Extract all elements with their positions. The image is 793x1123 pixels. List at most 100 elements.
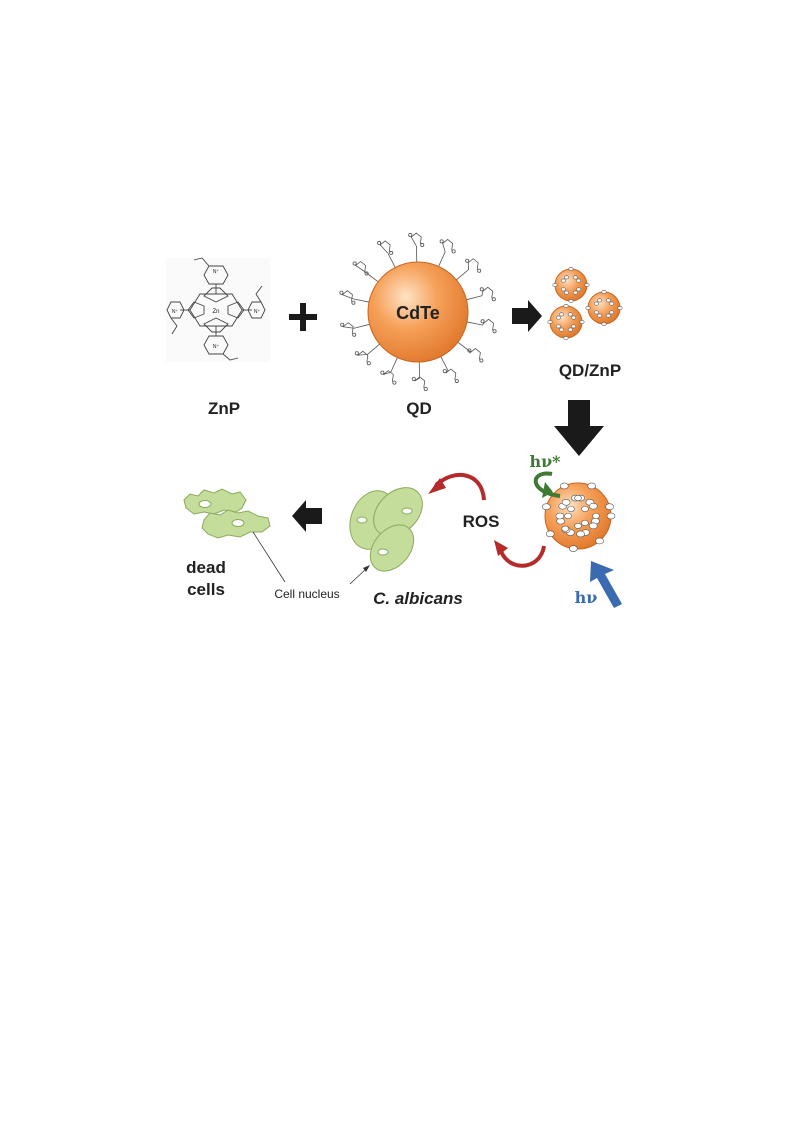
ligand-oxygen xyxy=(480,319,485,324)
znp-dot xyxy=(584,283,590,287)
hv-star-emission-arrow xyxy=(533,471,561,498)
znp-dot xyxy=(559,312,565,317)
znp-dot xyxy=(552,283,558,287)
znp-dot xyxy=(587,482,597,490)
ligand-oxygen xyxy=(420,243,425,248)
ligand-oxygen xyxy=(377,240,382,245)
znp-dot xyxy=(568,299,574,303)
ligand-carboxyl xyxy=(356,350,369,363)
znp-dot xyxy=(542,503,551,511)
ligand-oxygen xyxy=(439,239,444,244)
ros-arrow-top xyxy=(428,473,486,501)
ligand-oxygen xyxy=(408,233,413,238)
cdte-label: CdTe xyxy=(396,303,440,323)
znp-dot xyxy=(569,545,578,552)
ligand-carboxyl xyxy=(414,376,426,389)
ligand-oxygen xyxy=(364,271,369,276)
ligand-chain xyxy=(438,251,446,267)
znp-dot xyxy=(559,482,569,490)
dead-label: dead xyxy=(186,558,226,577)
ligand-carboxyl xyxy=(445,368,457,381)
ligand-oxygen xyxy=(380,370,385,375)
znp-dot xyxy=(567,327,573,332)
ligand-oxygen xyxy=(352,261,357,266)
ligand-carboxyl xyxy=(481,286,494,299)
znp-dot xyxy=(561,525,570,532)
nucleus-pointer-head xyxy=(363,565,370,572)
znp-dot xyxy=(601,290,607,294)
ligand-oxygen xyxy=(351,300,356,305)
znp-dot xyxy=(605,313,611,318)
znp-dot xyxy=(581,506,589,512)
ligand-oxygen xyxy=(411,376,416,381)
ligand-chain xyxy=(456,269,469,281)
znp-dot xyxy=(571,324,577,329)
qd-znp-sphere xyxy=(549,305,583,339)
ligand-oxygen xyxy=(491,297,496,302)
ligand-oxygen xyxy=(454,379,459,384)
znp-dot xyxy=(609,301,615,306)
ligand-chain xyxy=(367,343,380,355)
ligand-chain xyxy=(457,341,471,353)
c-albicans-cells xyxy=(349,487,423,572)
hv-excitation-arrow xyxy=(590,561,622,608)
cells-label: cells xyxy=(187,580,225,599)
znp-dot xyxy=(560,287,566,292)
ligand-carboxyl xyxy=(410,232,422,247)
znp-dot xyxy=(563,336,569,340)
ligand-oxygen xyxy=(442,369,447,374)
znp-dot xyxy=(560,278,566,283)
znp-dot xyxy=(579,320,585,324)
ligand-oxygen xyxy=(423,386,428,391)
znp-dot xyxy=(555,512,565,520)
arrow-right-icon xyxy=(512,300,542,332)
nucleus-pointer-dead xyxy=(252,531,286,583)
znp-dot xyxy=(547,320,553,324)
c-albicans-label: C. albicans xyxy=(373,589,463,608)
znp-dot xyxy=(609,310,615,315)
znp-dot xyxy=(585,306,591,310)
znp-dot xyxy=(555,315,561,320)
znp-dot xyxy=(581,520,589,526)
ligand-oxygen xyxy=(479,287,484,292)
znp-dot xyxy=(561,498,571,506)
qd-label: QD xyxy=(406,399,432,418)
ros-label: ROS xyxy=(463,512,500,531)
ligand-chain xyxy=(365,271,379,283)
plus-icon xyxy=(289,303,317,331)
n-plus-right-label: N⁺ xyxy=(254,309,261,315)
znp-dot xyxy=(595,537,604,545)
znp-dot xyxy=(617,306,623,310)
znp-dot xyxy=(572,275,578,280)
znp-dot xyxy=(545,530,555,538)
ligand-oxygen xyxy=(451,249,456,254)
znp-dot xyxy=(567,506,575,512)
znp-dot xyxy=(555,324,561,329)
qd-znp-sphere xyxy=(554,268,588,302)
znp-dot xyxy=(605,298,611,303)
znp-dot xyxy=(601,322,607,326)
ligand-chain xyxy=(390,357,398,373)
hv-star-label: hν* xyxy=(529,452,561,471)
znp-dot xyxy=(597,298,603,303)
ligand-oxygen xyxy=(389,250,394,255)
qd-znp-label: QD/ZnP xyxy=(559,361,621,380)
ligand-carboxyl xyxy=(341,290,354,302)
qd-znp-cluster xyxy=(547,267,623,340)
znp-dot xyxy=(597,313,603,318)
znp-dot xyxy=(588,502,598,510)
znp-attached-dots xyxy=(542,482,616,552)
znp-dot xyxy=(574,495,582,501)
hv-label: hν xyxy=(575,588,598,607)
ligand-oxygen xyxy=(339,290,344,295)
znp-dot xyxy=(605,503,614,511)
znp-dot xyxy=(588,522,598,530)
dead-cells xyxy=(183,488,271,539)
ligand-oxygen xyxy=(465,258,470,263)
ligand-chain xyxy=(353,298,370,303)
ligand-carboxyl xyxy=(469,347,481,360)
ligand-carboxyl xyxy=(379,240,391,254)
znp-dot xyxy=(564,275,570,280)
znp-label: ZnP xyxy=(208,399,240,418)
